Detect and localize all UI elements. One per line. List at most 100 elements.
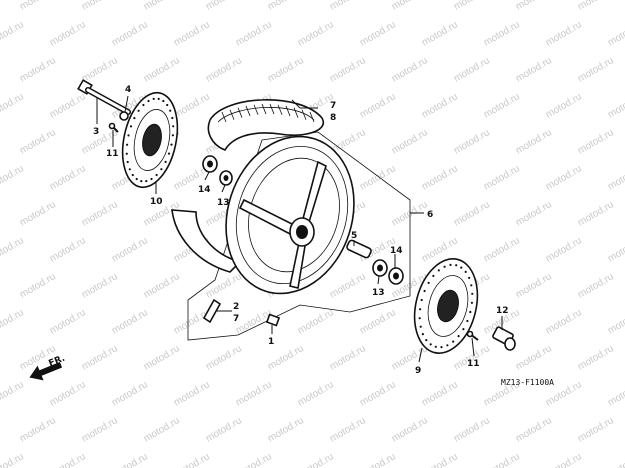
- disc-hole: [157, 97, 160, 100]
- watermark-text: motod.ru: [606, 163, 625, 192]
- watermark-text: motod.ru: [142, 271, 182, 300]
- watermark-text: motod.ru: [390, 415, 430, 444]
- label-part-5: 5: [351, 231, 357, 241]
- watermark-text: motod.ru: [110, 451, 150, 468]
- disc-hole: [434, 345, 437, 348]
- watermark-text: motod.ru: [420, 163, 460, 192]
- watermark-text: motod.ru: [544, 451, 584, 468]
- label-part-14-left: 14: [198, 185, 211, 195]
- balance-weight: [265, 313, 281, 327]
- disc-hole: [419, 308, 422, 311]
- watermark-text: motod.ru: [390, 0, 430, 13]
- tread-mark: [229, 109, 235, 120]
- watermark-text: motod.ru: [18, 0, 58, 13]
- disc-hole: [147, 99, 150, 103]
- label-part-7-tire: 7: [330, 101, 336, 111]
- watermark-text: motod.ru: [576, 55, 616, 84]
- disc-hole: [471, 292, 474, 295]
- watermark-text: motod.ru: [80, 415, 120, 444]
- disc-hole: [135, 177, 138, 181]
- watermark-text: motod.ru: [482, 451, 522, 468]
- watermark-text: motod.ru: [48, 91, 88, 120]
- watermark-text: motod.ru: [514, 415, 554, 444]
- watermark-text: motod.ru: [18, 271, 58, 300]
- disc-hole: [443, 265, 446, 268]
- watermark-text: motod.ru: [266, 55, 306, 84]
- watermark-text: motod.ru: [358, 19, 398, 48]
- disc-hole: [418, 317, 421, 320]
- brake-disc-left: [121, 91, 179, 189]
- watermark-text: motod.ru: [48, 379, 88, 408]
- watermark-text: motod.ru: [452, 199, 492, 228]
- disc-hole: [419, 325, 422, 328]
- watermark-text: motod.ru: [18, 127, 58, 156]
- disc-hole: [152, 97, 155, 100]
- label-part-13-left: 13: [217, 198, 230, 208]
- watermark-text: motod.ru: [606, 91, 625, 120]
- watermark-text: motod.ru: [544, 91, 584, 120]
- axle-nut: [119, 111, 129, 121]
- watermark-text: motod.ru: [48, 19, 88, 48]
- label-part-8: 8: [330, 113, 336, 123]
- label-part-2: 2: [233, 302, 239, 312]
- watermark-text: motod.ru: [606, 19, 625, 48]
- front-direction-arrow: [29, 361, 63, 381]
- disc-hole: [468, 276, 471, 279]
- watermark-text: motod.ru: [328, 0, 368, 13]
- watermark-text: motod.ru: [544, 163, 584, 192]
- speedometer-gear: [492, 326, 516, 351]
- watermark-text: motod.ru: [482, 91, 522, 120]
- disc-hole: [126, 143, 129, 146]
- label-part-7-valve: 7: [233, 314, 239, 324]
- label-part-10: 10: [150, 197, 163, 207]
- tread-mark: [277, 104, 283, 115]
- dust-seal-right: [388, 267, 404, 285]
- disc-hole: [429, 343, 432, 346]
- watermark-text: motod.ru: [80, 199, 120, 228]
- watermark-text: motod.ru: [172, 451, 212, 468]
- label-part-9: 9: [415, 366, 421, 376]
- watermark-text: motod.ru: [328, 55, 368, 84]
- disc-hole: [127, 134, 130, 137]
- disc-hole: [131, 173, 134, 177]
- watermark-text: motod.ru: [420, 451, 460, 468]
- disc-hole: [462, 328, 465, 331]
- watermark-text: motod.ru: [514, 271, 554, 300]
- watermark-text: motod.ru: [172, 91, 212, 120]
- watermark-text: motod.ru: [544, 235, 584, 264]
- label-part-14-right: 14: [390, 246, 403, 256]
- disc-hole: [432, 274, 435, 277]
- watermark-text: motod.ru: [142, 0, 182, 13]
- watermark-text: motod.ru: [48, 451, 88, 468]
- watermark-text: motod.ru: [142, 343, 182, 372]
- watermark-text: motod.ru: [80, 271, 120, 300]
- disc-hole: [172, 125, 175, 128]
- watermark-text: motod.ru: [48, 163, 88, 192]
- disc-hole: [452, 340, 455, 343]
- disc-hole: [440, 346, 443, 349]
- watermark-text: motod.ru: [0, 451, 26, 468]
- label-part-13-right: 13: [372, 288, 385, 298]
- watermark-text: motod.ru: [142, 55, 182, 84]
- watermark-text: motod.ru: [482, 235, 522, 264]
- disc-hole: [421, 333, 424, 336]
- disc-hole: [420, 298, 423, 302]
- watermark-text: motod.ru: [172, 307, 212, 336]
- watermark-text: motod.ru: [576, 127, 616, 156]
- watermark-text: motod.ru: [110, 307, 150, 336]
- watermark-text: motod.ru: [110, 235, 150, 264]
- disc-hole: [125, 152, 128, 155]
- disc-hole: [470, 284, 473, 287]
- label-part-6: 6: [427, 210, 433, 220]
- disc-hole: [126, 160, 129, 164]
- watermark-text: motod.ru: [266, 343, 306, 372]
- front-wheel: [225, 135, 355, 295]
- disc-hole: [423, 289, 426, 293]
- disc-hole: [166, 103, 169, 107]
- watermark-text: motod.ru: [204, 0, 244, 13]
- disc-hole: [460, 266, 463, 269]
- tread-mark: [285, 105, 291, 117]
- label-part-4: 4: [125, 85, 131, 95]
- watermark-text: motod.ru: [18, 55, 58, 84]
